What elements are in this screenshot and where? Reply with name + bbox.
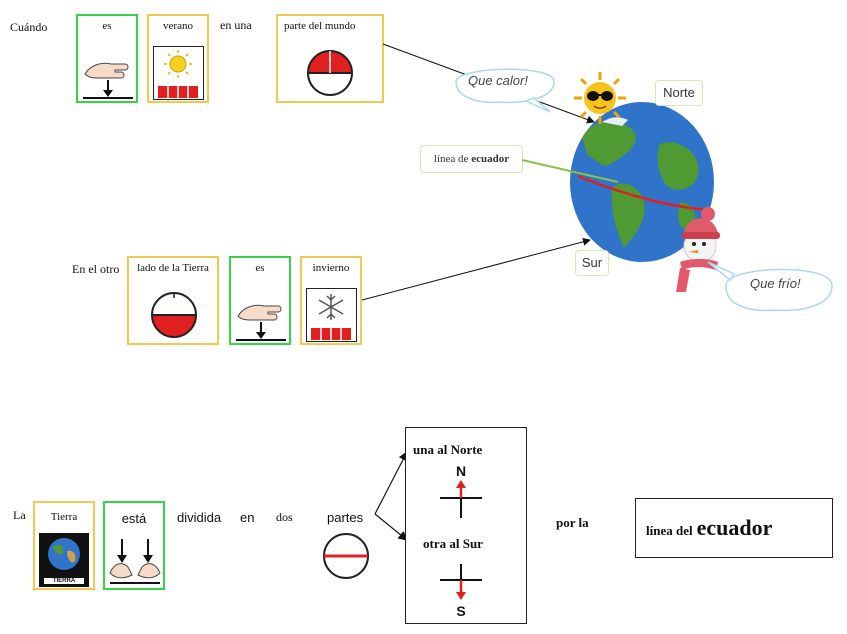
speech-bubble-cold xyxy=(707,261,833,312)
equator-pointer-line xyxy=(522,159,619,183)
card-label: Tierra xyxy=(50,511,78,523)
pictogram-card-es-2: es xyxy=(229,256,291,345)
pictogram-card-es: es xyxy=(76,14,138,103)
linea-del-ecuador-text: línea del ecuador xyxy=(646,515,772,541)
compass-north-icon: N xyxy=(440,464,482,518)
label-linea-de: línea de xyxy=(433,153,469,165)
text-dos: dos xyxy=(276,510,293,524)
label-linea-ecuador: línea de ecuador xyxy=(420,145,523,173)
text-cuando: Cuándo xyxy=(10,20,48,34)
text-ecuador-big: ecuador xyxy=(696,515,773,540)
pictogram-card-lado: lado de la Tierra xyxy=(127,256,219,345)
text-linea-del: línea del xyxy=(646,523,693,538)
bubble-text-cold: Que frío! xyxy=(750,276,801,291)
tierra-picture: TIERRA xyxy=(39,533,89,587)
label-sur: Sur xyxy=(575,250,609,276)
text-otra-al-sur: otra al Sur xyxy=(423,536,483,551)
pictogram-card-esta: está xyxy=(103,501,165,590)
pictogram-card-parte-del-mundo: parte del mundo xyxy=(276,14,384,103)
label-ecuador-bold: ecuador xyxy=(471,153,510,165)
card-label: parte del mundo xyxy=(284,20,356,32)
circle-top-half-icon xyxy=(307,50,353,96)
tierra-caption: TIERRA xyxy=(44,578,84,584)
label-norte: Norte xyxy=(655,80,703,106)
compass-south-icon: S xyxy=(440,564,482,619)
linea-del-ecuador-box: línea del ecuador xyxy=(635,498,833,558)
snowman-scarf-icon xyxy=(676,207,720,292)
pictogram-card-invierno: invierno xyxy=(300,256,362,345)
compass-north-letter: N xyxy=(456,464,466,479)
text-la: La xyxy=(13,508,26,522)
speech-bubble-hot xyxy=(455,68,555,113)
text-en-una: en una xyxy=(220,18,252,32)
compass-south-letter: S xyxy=(456,603,465,619)
north-south-box: una al Norte N otra al Sur S xyxy=(405,427,527,624)
text-en-el-otro: En el otro xyxy=(72,262,120,276)
text-una-al-norte: una al Norte xyxy=(413,442,483,457)
winter-snowflake-icon xyxy=(306,288,357,342)
pictogram-card-tierra: Tierra TIERRA xyxy=(33,501,95,590)
card-label: lado de la Tierra xyxy=(137,262,209,274)
pictogram-card-verano: verano xyxy=(147,14,209,103)
card-label: invierno xyxy=(312,262,350,274)
card-label: es xyxy=(102,20,112,32)
earth-icon xyxy=(48,538,80,570)
hand-pointing-down-icon xyxy=(83,62,133,99)
hands-pointing-down-icon xyxy=(109,539,161,584)
text-por-la: por la xyxy=(556,515,589,530)
text-dividida: dividida xyxy=(177,510,222,525)
card-label: está xyxy=(121,511,147,526)
bubble-text-hot: Que calor! xyxy=(468,73,528,88)
sun-sunglasses-icon xyxy=(574,72,626,124)
circle-divided-icon xyxy=(323,533,369,579)
hand-pointing-down-icon xyxy=(236,304,286,341)
text-partes: partes xyxy=(327,510,364,525)
circle-bottom-half-icon xyxy=(151,292,197,338)
text-en: en xyxy=(240,510,255,525)
summer-sun-icon xyxy=(153,46,204,100)
card-label: es xyxy=(255,262,265,274)
earth-globe-icon xyxy=(570,102,714,262)
card-label: verano xyxy=(163,20,193,32)
